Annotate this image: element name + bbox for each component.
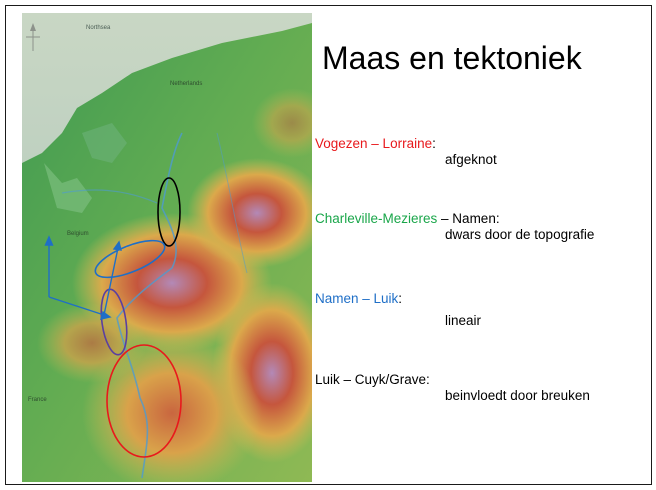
north-arrow-icon <box>26 23 40 51</box>
item-vogezen-lorraine-colon: : <box>432 136 436 151</box>
item-charleville-namen-detail: dwars door de topografie <box>445 227 595 242</box>
black-ellipse <box>157 177 181 247</box>
label-netherlands: Netherlands <box>170 81 202 87</box>
slide-title: Maas en tektoniek <box>322 40 582 76</box>
item-namen-luik-colon: : <box>398 291 403 306</box>
item-vogezen-lorraine: Vogezen – Lorraine: afgeknot <box>315 136 497 168</box>
label-belgium: Belgium <box>67 231 89 237</box>
blue-arrows <box>44 235 122 320</box>
item-vogezen-lorraine-detail: afgeknot <box>445 152 497 167</box>
item-charleville-namen-name: Charleville-Mezieres <box>315 211 438 226</box>
item-luik-cuyk-colon: : <box>426 372 430 387</box>
blue-ellipse <box>94 239 166 279</box>
slide: Northsea Netherlands Belgium France Maas… <box>5 5 652 485</box>
item-charleville-namen: Charleville-Mezieres – Namen: dwars door… <box>315 211 594 243</box>
item-namen-luik-name: Namen – Luik <box>315 291 399 306</box>
red-ellipse <box>106 344 182 458</box>
item-luik-cuyk-detail: beinvloedt door breuken <box>445 388 590 403</box>
item-namen-luik: Namen – Luik: lineair <box>315 291 481 329</box>
item-vogezen-lorraine-name: Vogezen – Lorraine <box>315 136 433 151</box>
item-luik-cuyk-name: Luik – Cuyk/Grave <box>315 372 427 387</box>
item-luik-cuyk: Luik – Cuyk/Grave: beinvloedt door breuk… <box>315 372 590 404</box>
item-charleville-namen-rest: – Namen: <box>437 211 500 226</box>
item-namen-luik-detail: lineair <box>445 313 482 328</box>
meuse-river <box>116 132 183 479</box>
label-northsea: Northsea <box>86 25 111 31</box>
relief-map: Northsea Netherlands Belgium France <box>22 13 312 482</box>
label-france: France <box>28 397 47 403</box>
